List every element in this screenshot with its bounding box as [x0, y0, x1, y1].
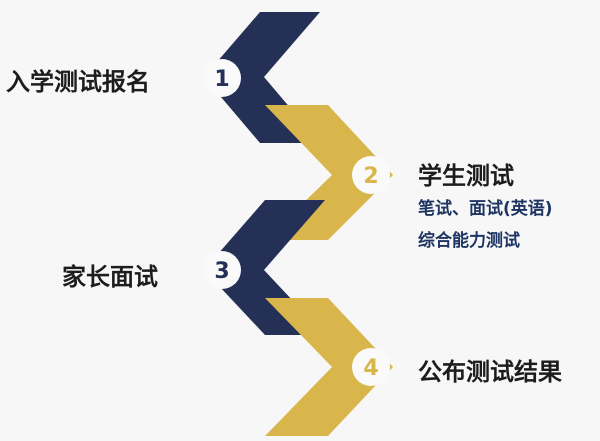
step-3-chevron	[204, 200, 325, 335]
step-3-label: 家长面试	[62, 263, 158, 291]
step-1-label: 入学测试报名	[6, 68, 150, 96]
step-2-label: 学生测试	[418, 162, 514, 190]
step-4-label: 公布测试结果	[418, 358, 562, 386]
step-1-number: 1	[214, 67, 229, 92]
step-3-number-circle	[203, 251, 241, 289]
step-2-detail-2: 综合能力测试	[418, 231, 520, 251]
step-2-number-circle	[352, 156, 390, 194]
step-2-chevron	[265, 105, 393, 240]
step-2-detail-1: 笔试、面试(英语)	[418, 199, 553, 219]
step-2-number: 2	[363, 164, 378, 189]
step-1-number-circle	[203, 59, 241, 97]
step-4-number-circle	[352, 348, 390, 386]
step-4-number: 4	[363, 356, 378, 381]
step-3-number: 3	[214, 259, 229, 284]
